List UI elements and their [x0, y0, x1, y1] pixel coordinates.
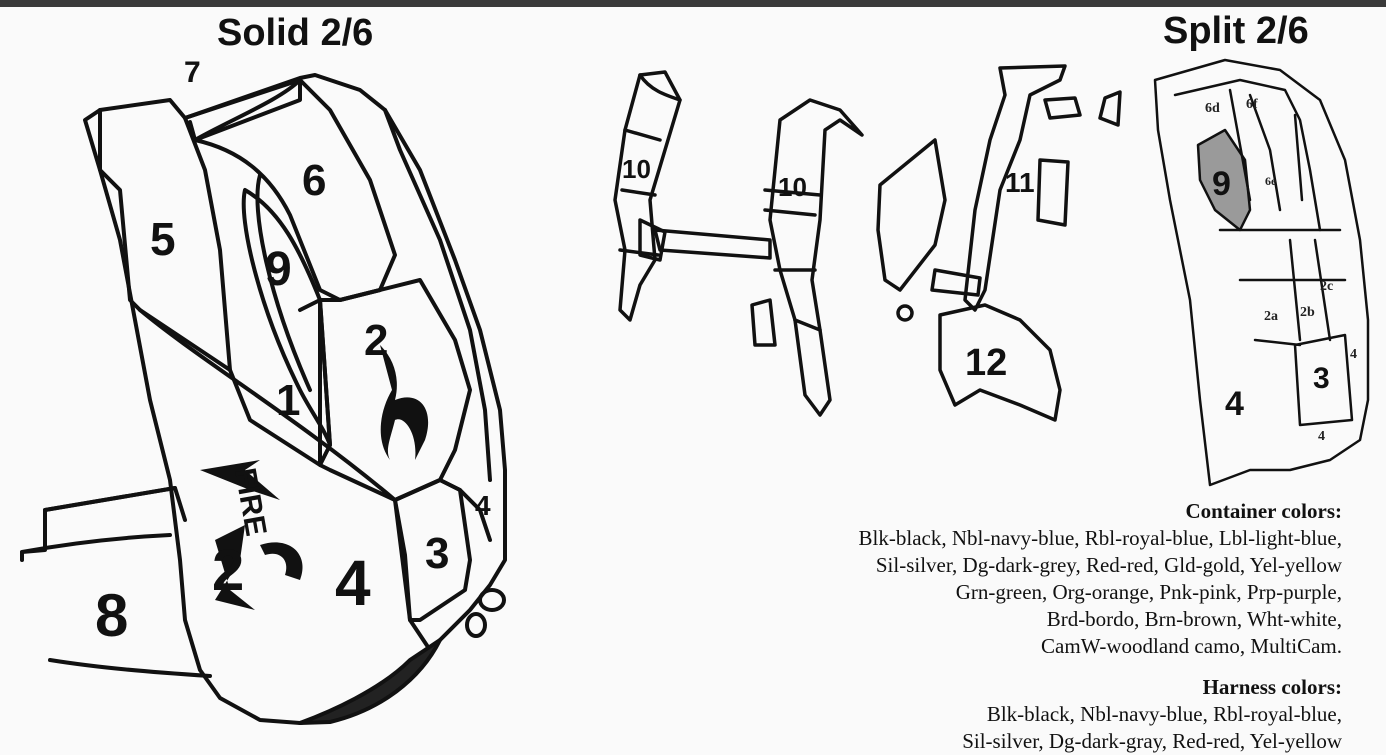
harness-part-numbers: 10 10 11 12	[622, 154, 1035, 384]
split-panel-3	[1293, 333, 1354, 427]
solid-title: Solid 2/6	[217, 12, 374, 54]
harness-colors-line: Blk-black, Nbl-navy-blue, Rbl-royal-blue…	[986, 702, 1342, 726]
container-colors-heading: Container colors:	[1185, 499, 1342, 523]
label-4b: 4	[475, 490, 491, 521]
label-split-4: 4	[1225, 385, 1244, 423]
chest-strap	[653, 228, 772, 260]
main-lift-web-11	[963, 64, 1067, 312]
leg-pad-left	[750, 298, 777, 347]
label-6e: 6e	[1265, 174, 1277, 188]
label-10b: 10	[778, 172, 807, 202]
side-pocket	[1036, 158, 1070, 227]
chest-connector	[930, 268, 982, 297]
label-3: 3	[425, 529, 449, 578]
label-split-9: 9	[1212, 165, 1231, 203]
label-8: 8	[95, 582, 128, 649]
label-split-3: 3	[1313, 362, 1330, 395]
top-flap-part-6	[193, 78, 397, 302]
label-5: 5	[150, 213, 176, 265]
split-top-seam	[1173, 78, 1322, 232]
main-flap-part-2	[318, 278, 472, 502]
corner-panel-part-3	[393, 478, 472, 622]
harness-colors-line: Sil-silver, Dg-dark-gray, Red-red, Yel-y…	[962, 729, 1342, 753]
split-part-numbers: 6d 6f 6e 9 2a 2b 2c 3 4 4 4	[1205, 97, 1357, 444]
handle-ring	[478, 588, 506, 612]
split-container-drawing	[1153, 58, 1370, 487]
window-inner-edge	[255, 173, 312, 392]
reserve-window-part-9	[241, 188, 332, 447]
hardware-clips	[1043, 90, 1122, 127]
container-outline	[83, 73, 507, 725]
leg-pad-12	[938, 303, 1062, 422]
container-colors-line: Brd-bordo, Brn-brown, Wht-white,	[1046, 607, 1342, 631]
label-2b: 2b	[1300, 305, 1315, 320]
label-4: 4	[335, 547, 371, 619]
split-panel-seams	[1218, 228, 1347, 342]
container-colors-line: Grn-green, Org-orange, Pnk-pink, Prp-pur…	[955, 580, 1342, 604]
label-6: 6	[302, 156, 326, 205]
label-2a: 2a	[1264, 309, 1278, 324]
right-edge	[383, 108, 492, 482]
label-7: 7	[184, 56, 201, 89]
label-9: 9	[265, 243, 292, 296]
hardware-ring	[896, 304, 914, 322]
right-shoulder-strap	[768, 98, 864, 417]
container-colors-legend: Container colors: Blk-black, Nbl-navy-bl…	[859, 498, 1342, 660]
split-mid-seam	[1253, 338, 1302, 347]
split-window-9	[1196, 128, 1252, 232]
split-flap-seams	[1228, 88, 1304, 212]
split-outline	[1153, 58, 1370, 487]
top-border	[0, 0, 1386, 7]
bottom-pad	[298, 638, 442, 725]
left-shoulder-strap	[613, 70, 682, 322]
fire-logo	[200, 345, 429, 610]
chest-buckle-left	[638, 218, 667, 262]
label-2: 2	[364, 316, 388, 365]
split-title: Split 2/6	[1163, 10, 1309, 52]
label-11: 11	[1005, 167, 1035, 198]
logo-brand: FIRE	[228, 465, 272, 538]
solid-part-numbers: 1 2 3 4 4 5 6 7 8 9	[95, 56, 491, 649]
label-6f: 6f	[1246, 97, 1258, 112]
label-10a: 10	[622, 154, 651, 184]
right-strap-lines	[763, 188, 822, 332]
center-panel-part-1	[228, 298, 332, 467]
label-2c: 2c	[1320, 279, 1333, 294]
leg-strap-top	[43, 486, 187, 522]
label-split-4c: 4	[1318, 429, 1325, 444]
label-split-4b: 4	[1350, 347, 1357, 362]
container-colors-line: Blk-black, Nbl-navy-blue, Rbl-royal-blue…	[858, 526, 1342, 550]
label-6d: 6d	[1205, 101, 1220, 116]
pin-cover-part-7	[183, 78, 302, 142]
label-12: 12	[965, 342, 1007, 384]
container-colors-line: CamW-woodland camo, MultiCam.	[1041, 634, 1342, 658]
container-colors-line: Sil-silver, Dg-dark-grey, Red-red, Gld-g…	[875, 553, 1342, 577]
harness-colors-heading: Harness colors:	[1202, 675, 1342, 699]
logo-text: FIRE 2	[212, 465, 272, 603]
back-strap	[876, 138, 947, 292]
label-1: 1	[276, 376, 300, 425]
left-strap-lines	[618, 73, 682, 257]
harness-colors-legend: Harness colors: Blk-black, Nbl-navy-blue…	[962, 674, 1342, 755]
solid-container-drawing	[20, 73, 507, 725]
harness-drawing	[613, 64, 1122, 422]
handle-ring-inner	[465, 612, 487, 638]
logo-number: 2	[212, 538, 244, 603]
